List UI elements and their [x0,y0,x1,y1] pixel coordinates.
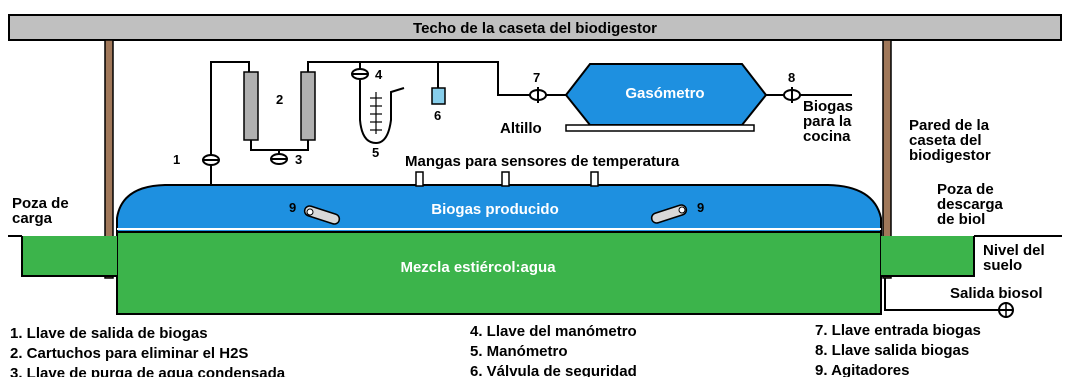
legend-item: 3. Llave de purga de agua condensada [10,365,286,377]
kitchen-label-3: cocina [803,128,851,145]
altillo-label: Altillo [500,120,542,137]
right-wall-post [882,39,892,279]
legend-item: 2. Cartuchos para eliminar el H2S [10,345,248,362]
callout-3: 3 [295,152,302,167]
legend: 1. Llave de salida de biogas 2. Cartucho… [10,322,981,377]
discharge-pit-label-2: descarga [937,196,1004,213]
valve-4 [351,68,369,80]
roof [8,14,1062,41]
gasometer-label: Gasómetro [625,85,704,102]
temp-sleeve-2 [501,171,510,187]
callout-6: 6 [434,108,441,123]
kitchen-label-2: para la [803,113,852,130]
charge-pit-label-1: Poza de [12,195,69,212]
legend-item: 1. Llave de salida de biogas [10,325,208,342]
h2s-cartridge-left [243,71,259,141]
discharge-pit-outline [881,236,975,277]
temp-sleeve-3 [590,171,599,187]
gas-label: Biogas producido [431,201,559,218]
legend-item: 9. Agitadores [815,362,909,377]
wall-label-1: Pared de la [909,117,990,134]
wall-label-2: caseta del [909,132,982,149]
biosol-outlet-pipe [884,278,1006,311]
callout-2: 2 [276,92,283,107]
charge-pit-label-2: carga [12,210,53,227]
callout-9-right: 9 [697,200,704,215]
callout-7: 7 [533,70,540,85]
callout-4: 4 [375,67,383,82]
main-gas-line [307,61,566,96]
h2s-cartridge-right [300,71,316,141]
legend-item: 4. Llave del manómetro [470,323,637,340]
left-wall-post [104,39,114,279]
wall-label-3: biodigestor [909,147,991,164]
biosol-outlet-label: Salida biosol [950,285,1043,302]
gas-outlet-pipe [210,61,250,185]
manometer [359,80,405,145]
temp-sleeve-1 [415,171,424,187]
ground-label-2: suelo [983,257,1022,274]
callout-8: 8 [788,70,795,85]
sleeves-label: Mangas para sensores de temperatura [405,153,680,170]
gasometer-stand [565,124,755,132]
discharge-pit-label-1: Poza de [937,181,994,198]
charge-pit-outline [21,236,117,277]
right-stirrer [650,204,688,224]
legend-item: 5. Manómetro [470,343,568,360]
slurry-label: Mezcla estiércol:agua [400,259,556,276]
left-stirrer [303,205,341,225]
callout-5: 5 [372,145,379,160]
legend-item: 7. Llave entrada biogas [815,322,981,339]
biogas-dome [116,184,882,233]
charge-pit-water [22,236,117,276]
safety-valve [431,87,446,105]
valve-7 [529,87,547,103]
ground-label-1: Nivel del [983,242,1045,259]
legend-item: 8. Llave salida biogas [815,342,969,359]
biosol-outlet-valve [998,302,1014,318]
valve-8 [783,87,801,103]
discharge-pit-label-3: de biol [937,211,985,228]
callout-1: 1 [173,152,180,167]
discharge-pit-water [881,236,974,276]
cartridge-link-pipe [250,140,309,151]
valve-3 [270,153,288,165]
valve-1 [202,154,220,166]
manometer-scale [370,92,382,134]
legend-item: 6. Válvula de seguridad [470,363,637,377]
callout-9-left: 9 [289,200,296,215]
roof-label: Techo de la caseta del biodigestor [413,20,657,37]
kitchen-label-1: Biogas [803,98,853,115]
